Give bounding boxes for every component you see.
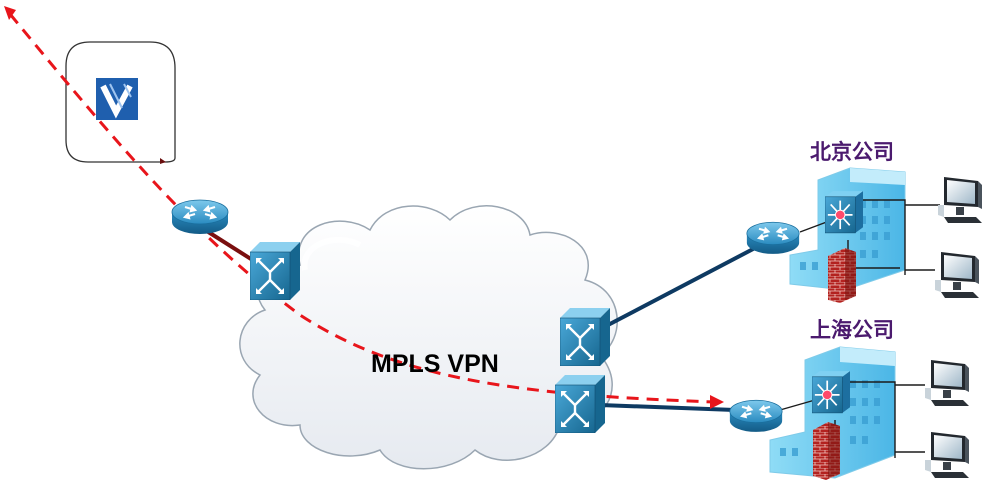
router-icon-access: [170, 198, 230, 236]
site-label-shanghai: 上海公司: [810, 317, 894, 342]
monitor-icon-beijing-2: [935, 252, 979, 298]
router-icon-shanghai: [728, 399, 784, 434]
traffic-arrow-end-icon: [710, 395, 724, 409]
vpn-provider-logo-icon: [65, 41, 176, 164]
router-icon-beijing: [745, 221, 801, 256]
atm-switch-icon-pe-left: [250, 242, 300, 300]
mpls-vpn-label: MPLS VPN: [371, 350, 499, 378]
wan-link-shanghai: [599, 403, 736, 412]
monitor-icon-shanghai-1: [925, 360, 969, 406]
wan-link-beijing: [607, 246, 756, 327]
monitor-icon-shanghai-2: [925, 432, 969, 478]
layer3-switch-icon-shanghai: [812, 370, 850, 414]
monitor-icon-beijing-1: [938, 177, 982, 223]
atm-switch-icon-pe-beijing: [560, 308, 610, 366]
firewall-icon-shanghai: [813, 422, 840, 480]
atm-switch-icon-pe-shanghai: [555, 375, 605, 433]
traffic-path: [8, 13, 716, 404]
layer3-switch-icon-beijing: [825, 190, 863, 234]
firewall-icon-beijing: [828, 248, 856, 303]
site-label-beijing: 北京公司: [810, 139, 894, 164]
traffic-arrow-start-icon: [4, 6, 16, 20]
lan-links: [779, 199, 940, 458]
